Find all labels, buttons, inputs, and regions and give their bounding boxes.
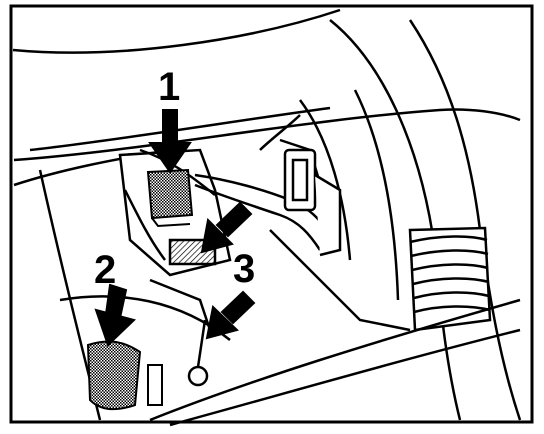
arrow-1 — [148, 109, 192, 174]
fastener — [187, 365, 209, 387]
callout-1: 1 — [158, 65, 180, 109]
corrugated-hose — [408, 226, 492, 332]
harness-plug — [283, 148, 342, 257]
bumper-panel — [12, 8, 521, 187]
connector-1 — [146, 168, 194, 228]
arrow-3a — [200, 201, 253, 254]
callout-2: 2 — [94, 248, 116, 292]
arrow-3b — [205, 290, 256, 340]
callout-3: 3 — [233, 247, 255, 291]
connector-2 — [86, 340, 163, 411]
arrow-2 — [94, 283, 136, 347]
